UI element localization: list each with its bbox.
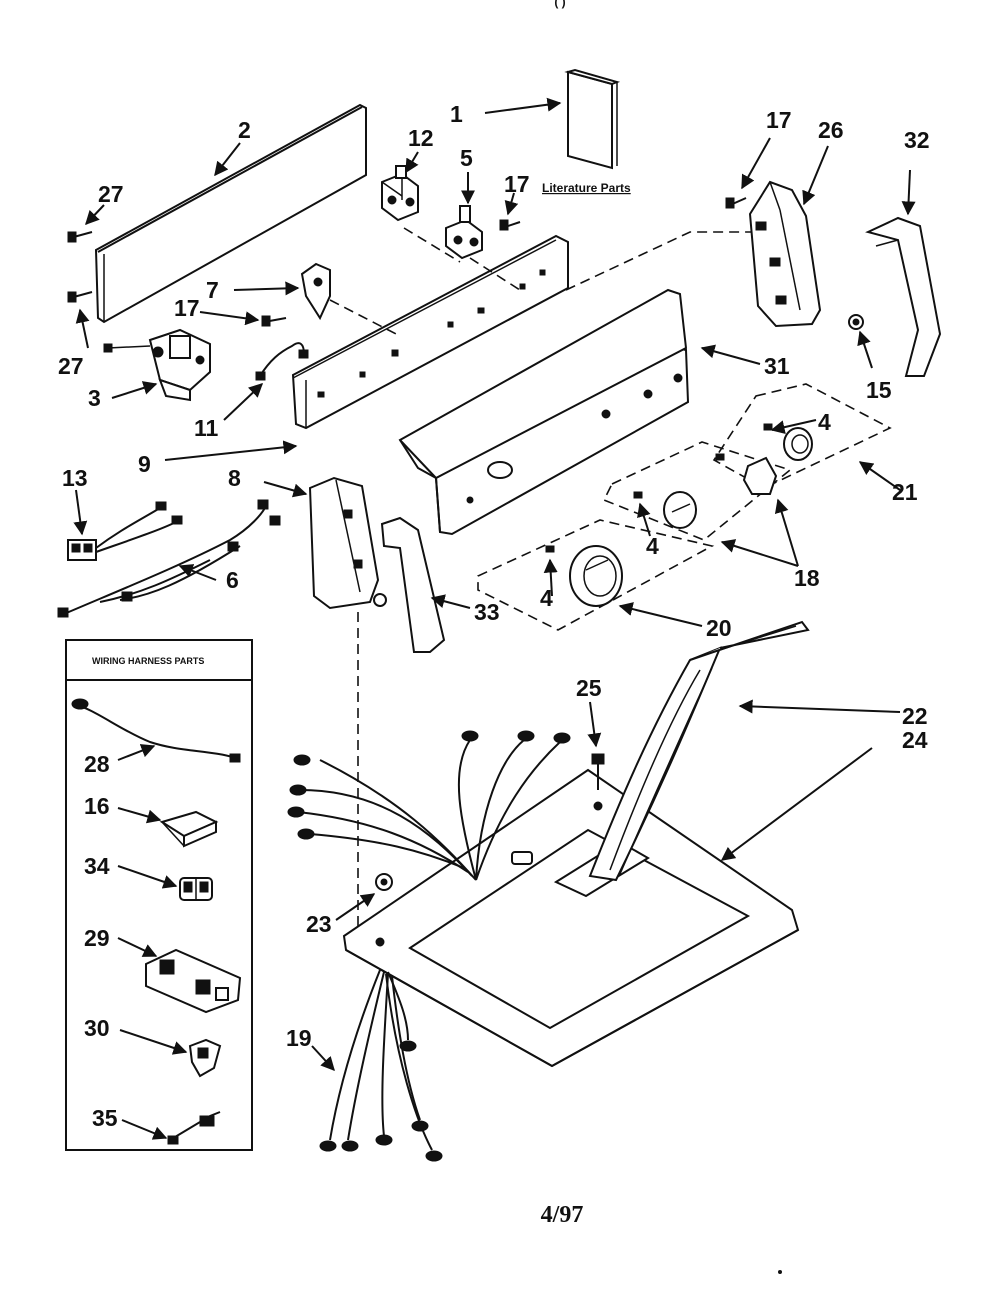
callout-18: 18: [794, 565, 820, 591]
inset-title: WIRING HARNESS PARTS: [92, 656, 204, 666]
callout-28: 28: [84, 751, 110, 777]
callout-29: 29: [84, 925, 110, 951]
callout-21: 21: [892, 479, 918, 505]
diagram-date: 4/97: [541, 1202, 584, 1228]
nut-15: [848, 314, 864, 330]
back-panel: [94, 103, 367, 324]
knob-21: [783, 427, 813, 461]
console-panel-31: [398, 288, 690, 536]
callout-1: 1: [450, 101, 463, 127]
knob-18a: [742, 456, 778, 495]
callout-23: 23: [306, 911, 332, 937]
screw-25: [591, 753, 605, 790]
callout-24: 24: [902, 727, 928, 753]
callout-35: 35: [92, 1105, 118, 1131]
callout-labels: 1 2 27 12 5 17 7 17 27 3 11 9 17 26 32 3…: [58, 101, 930, 1131]
screw-17-right: [725, 197, 747, 209]
callout-7: 7: [206, 277, 219, 303]
callout-32: 32: [904, 127, 930, 153]
harness-part-34: [179, 877, 213, 901]
literature-booklet: [564, 68, 621, 170]
callout-3: 3: [88, 385, 101, 411]
leader-2: [214, 142, 241, 177]
timer-assembly-3: [103, 328, 211, 402]
callout-25: 25: [576, 675, 602, 701]
wire-leads-upper: [287, 730, 571, 881]
clip-7: [300, 262, 331, 321]
callout-2: 2: [238, 117, 251, 143]
callout-5: 5: [460, 145, 473, 171]
knob-20: [569, 545, 623, 607]
knob-clips: [545, 423, 773, 553]
callout-31: 31: [764, 353, 790, 379]
callout-8: 8: [228, 465, 241, 491]
screw-27-top: [67, 231, 93, 243]
harness-part-30: [188, 1038, 222, 1078]
callout-4-right: 4: [818, 409, 831, 435]
callout-17-center: 17: [504, 171, 530, 197]
wire-jumper-11: [255, 342, 309, 381]
wiring-harness-inset: WIRING HARNESS PARTS: [65, 639, 253, 1151]
callout-4-middle: 4: [646, 533, 659, 559]
callout-15: 15: [866, 377, 892, 403]
callout-19: 19: [286, 1025, 312, 1051]
screw-27-bottom: [67, 291, 93, 303]
wire-leads-19: [319, 969, 443, 1162]
top-caption: ( ): [554, 0, 565, 9]
callout-16: 16: [84, 793, 110, 819]
callout-12: 12: [408, 125, 434, 151]
literature-parts-label: Literature Parts: [542, 181, 631, 195]
callout-4-left: 4: [540, 585, 553, 611]
callout-6: 6: [226, 567, 239, 593]
switch-12: [381, 165, 419, 222]
screw-17-center: [499, 219, 521, 231]
callout-9: 9: [138, 451, 151, 477]
callout-27-bottom: 27: [58, 353, 84, 379]
flat-harness-22: [588, 620, 810, 882]
harness-part-16: [159, 810, 219, 848]
callout-11: 11: [194, 415, 219, 441]
callout-27-top: 27: [98, 181, 124, 207]
knob-18b: [663, 491, 697, 529]
nut-23: [375, 873, 393, 891]
callout-17-right: 17: [766, 107, 792, 133]
leader-1: [484, 97, 562, 114]
callout-17-left: 17: [174, 295, 200, 321]
wire-harness-13: [67, 501, 183, 561]
end-bracket-8: [308, 476, 387, 610]
callout-22: 22: [902, 703, 928, 729]
callout-26: 26: [818, 117, 844, 143]
callout-13: 13: [62, 465, 88, 491]
callout-33: 33: [474, 599, 500, 625]
end-cap-33: [380, 516, 446, 653]
callout-30: 30: [84, 1015, 110, 1041]
harness-part-29: [145, 948, 242, 1014]
callout-34: 34: [84, 853, 110, 879]
switch-5: [445, 205, 483, 260]
screw-17-left: [261, 315, 287, 327]
wire-harness-6: [57, 499, 281, 618]
end-cap-32: [865, 216, 942, 377]
control-bracket-strip: [291, 234, 569, 430]
harness-part-28: [71, 698, 241, 763]
callout-20: 20: [706, 615, 732, 641]
top-frame-24: [342, 768, 800, 1068]
harness-part-35: [167, 1111, 221, 1145]
end-bracket-26: [748, 180, 822, 328]
